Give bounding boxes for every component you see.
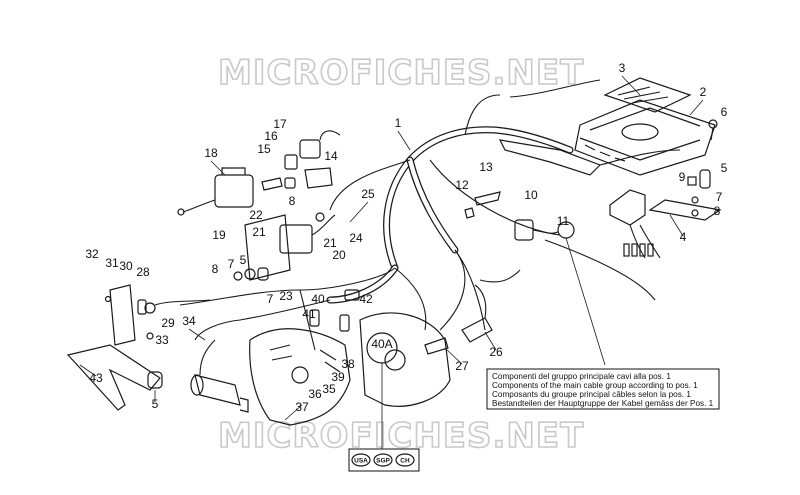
connector-16-17 bbox=[284, 154, 298, 189]
note-line-fr: Composants du groupe principal câbles se… bbox=[492, 390, 691, 399]
callout-c15: 15 bbox=[257, 142, 271, 156]
fuel-pump bbox=[190, 339, 249, 413]
ignition-module bbox=[177, 167, 254, 216]
callout-c36: 36 bbox=[308, 387, 322, 401]
main-cable-bundle bbox=[179, 94, 656, 351]
relay-bracket bbox=[609, 189, 722, 259]
callout-c29: 29 bbox=[161, 316, 175, 330]
market-box: USA SGP CH bbox=[348, 448, 420, 472]
callout-c20: 20 bbox=[332, 248, 346, 262]
callout-c19: 19 bbox=[212, 228, 226, 242]
sleeve-to-ecu bbox=[498, 79, 681, 176]
callout-c32: 32 bbox=[85, 247, 99, 261]
regulator-bracket bbox=[244, 212, 336, 281]
callout-c21b: 21 bbox=[323, 236, 337, 250]
callout-c28: 28 bbox=[136, 265, 150, 279]
callout-c40: 40 bbox=[311, 292, 325, 306]
callout-c8a: 8 bbox=[289, 194, 296, 208]
fuse-holder-group bbox=[623, 243, 654, 257]
callout-c16: 16 bbox=[264, 129, 278, 143]
callout-c39: 39 bbox=[331, 370, 345, 384]
market-sgp: SGP bbox=[376, 458, 390, 465]
callout-c7b: 7 bbox=[228, 257, 235, 271]
callout-c26: 26 bbox=[489, 345, 503, 359]
small-hardware-right bbox=[687, 169, 711, 217]
callout-c35: 35 bbox=[322, 382, 336, 396]
callout-c7c: 7 bbox=[267, 292, 274, 306]
callout-c2: 2 bbox=[700, 85, 707, 99]
callout-c9: 9 bbox=[679, 170, 686, 184]
callout-c5b: 5 bbox=[240, 253, 247, 267]
callout-c3: 3 bbox=[619, 61, 626, 75]
callout-c18: 18 bbox=[204, 146, 218, 160]
callout-c34: 34 bbox=[182, 314, 196, 328]
callout-c11: 11 bbox=[557, 214, 570, 228]
leader-lines bbox=[79, 75, 704, 421]
callout-c40A: 40A bbox=[371, 337, 392, 351]
coil-14 bbox=[299, 130, 341, 189]
market-ch: CH bbox=[400, 458, 410, 465]
callout-c12: 12 bbox=[455, 178, 469, 192]
callout-c10: 10 bbox=[524, 188, 538, 202]
callout-c27: 27 bbox=[455, 359, 469, 373]
callout-c42: 42 bbox=[359, 292, 373, 306]
note-line-de: Bestandteilen der Hauptgruppe der Kabel … bbox=[492, 399, 714, 408]
injectors-sensors bbox=[309, 289, 360, 373]
sensor-12-13 bbox=[464, 191, 501, 219]
callout-c25: 25 bbox=[361, 187, 375, 201]
note-line-it: Componenti del gruppo principale cavi al… bbox=[492, 372, 671, 381]
callout-c5c: 5 bbox=[152, 397, 159, 411]
callout-c14: 14 bbox=[324, 149, 338, 163]
variant-40A-marker bbox=[366, 332, 398, 450]
lead-15 bbox=[261, 177, 283, 191]
callout-c33: 33 bbox=[155, 333, 169, 347]
callout-c13: 13 bbox=[479, 160, 493, 174]
callout-c5a: 5 bbox=[721, 161, 728, 175]
callout-c31: 31 bbox=[105, 256, 119, 270]
callout-c8b: 8 bbox=[714, 204, 721, 218]
screw-6 bbox=[708, 119, 718, 141]
spark-plug-caps bbox=[424, 284, 493, 355]
callout-c21a: 21 bbox=[252, 225, 266, 239]
engine-block bbox=[249, 312, 451, 426]
callout-c17: 17 bbox=[273, 117, 287, 131]
note-box: Componenti del gruppo principale cavi al… bbox=[486, 368, 720, 410]
callout-c23: 23 bbox=[279, 289, 293, 303]
callout-c6: 6 bbox=[721, 105, 728, 119]
callout-c7: 7 bbox=[716, 190, 723, 204]
callout-c30: 30 bbox=[119, 259, 133, 273]
callout-c43: 43 bbox=[89, 371, 103, 385]
watermark-top: MICROFICHES.NET bbox=[218, 53, 584, 93]
callout-c37: 37 bbox=[295, 400, 309, 414]
callout-c38: 38 bbox=[341, 357, 355, 371]
market-usa: USA bbox=[354, 458, 368, 465]
callout-c41: 41 bbox=[302, 307, 316, 321]
label-plate bbox=[603, 77, 692, 113]
callout-c22: 22 bbox=[249, 208, 263, 222]
ecu-control-unit bbox=[574, 99, 716, 176]
callout-c8c: 8 bbox=[212, 262, 219, 276]
callout-c1: 1 bbox=[395, 116, 402, 130]
left-bracket-assembly bbox=[66, 284, 211, 411]
callout-c24: 24 bbox=[349, 231, 363, 245]
note-line-en: Components of the main cable group accor… bbox=[492, 381, 698, 390]
callout-c4: 4 bbox=[680, 230, 687, 244]
rubber-mounts-left bbox=[233, 267, 269, 281]
